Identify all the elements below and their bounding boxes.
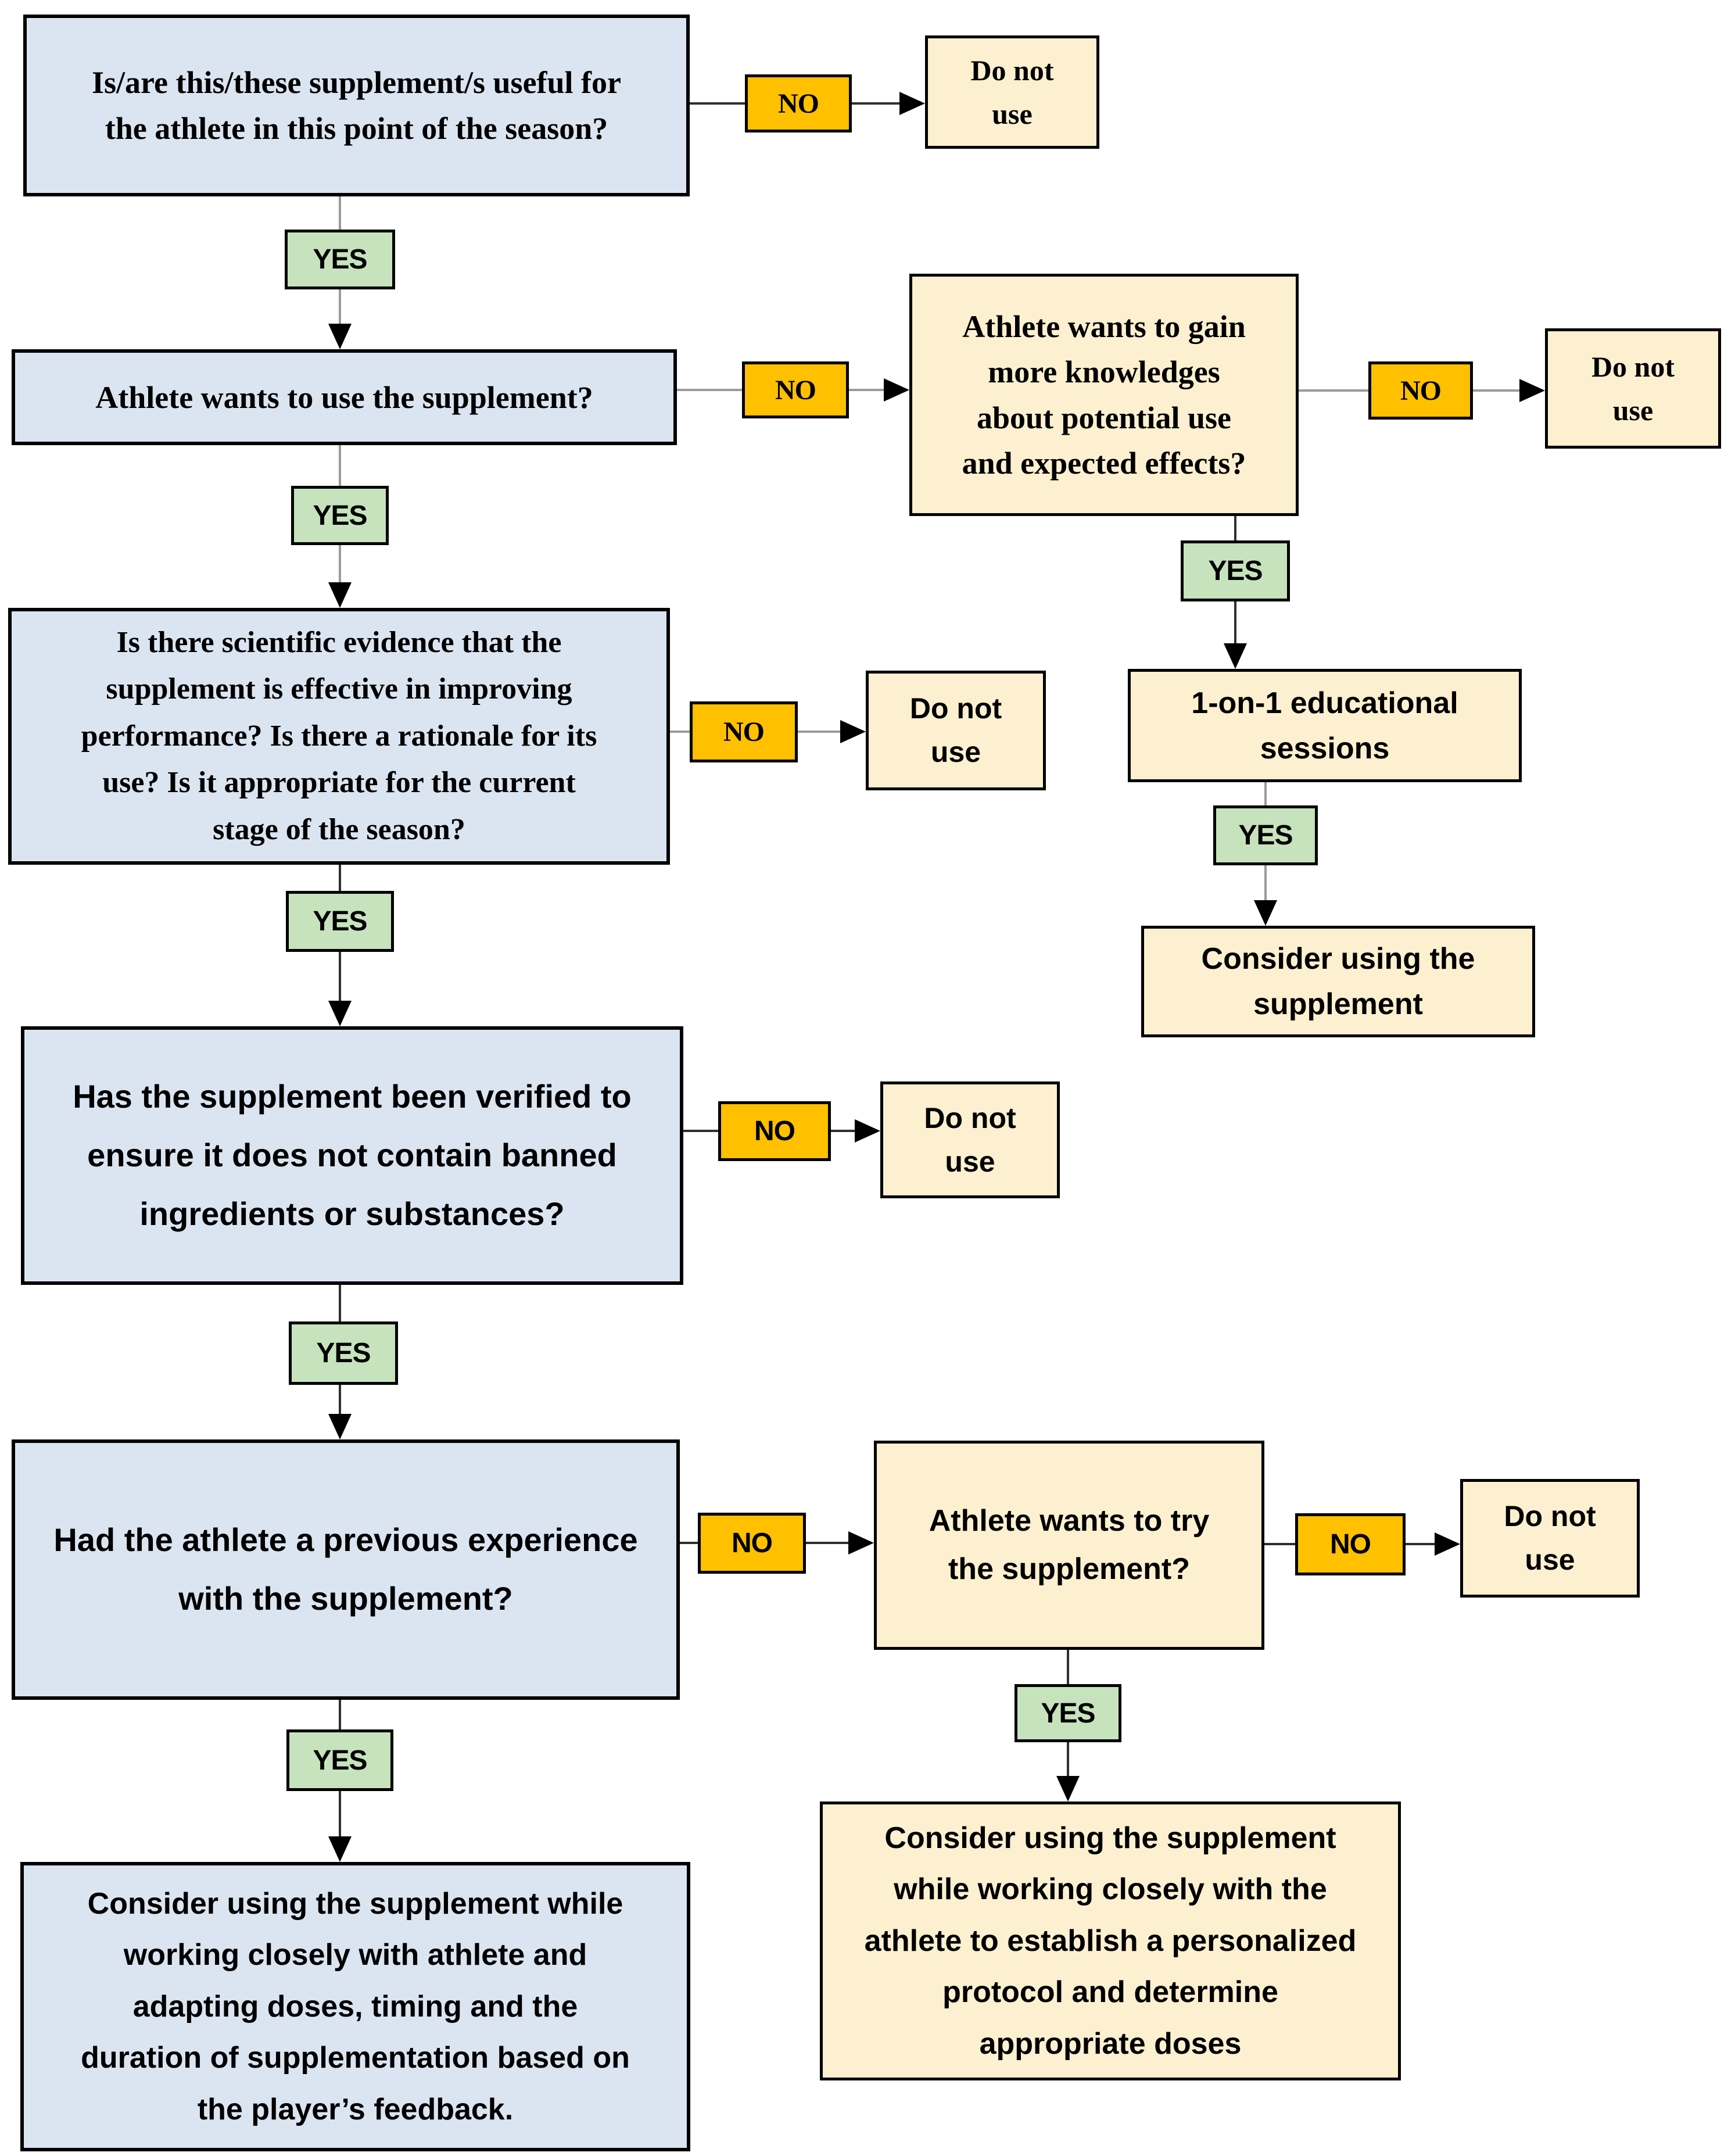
yes-badge: YES — [1213, 805, 1318, 865]
connector-line — [339, 1700, 341, 1729]
arrow-right-icon — [1435, 1532, 1460, 1556]
question-box-wants-to-try: Athlete wants to try the supplement? — [874, 1441, 1264, 1650]
question-box-previous-experience: Had the athlete a previous experience wi… — [12, 1439, 680, 1700]
arrow-down-icon — [328, 1001, 352, 1026]
no-badge: NO — [718, 1101, 831, 1161]
connector-line — [683, 1130, 718, 1132]
question-box-scientific-evidence: Is there scientific evidence that the su… — [8, 608, 670, 865]
connector-line — [339, 445, 341, 486]
connector-line — [339, 289, 341, 326]
yes-badge: YES — [1181, 540, 1290, 601]
connector-line — [1234, 516, 1236, 540]
yes-badge: YES — [291, 486, 389, 545]
no-badge: NO — [1368, 361, 1473, 420]
arrow-right-icon — [855, 1119, 880, 1143]
arrow-down-icon — [1224, 643, 1247, 669]
yes-badge: YES — [1015, 1684, 1121, 1742]
outcome-consider-protocol: Consider using the supplement while work… — [820, 1802, 1401, 2080]
connector-line — [339, 952, 341, 1001]
connector-line — [339, 865, 341, 891]
connector-line — [339, 1791, 341, 1836]
arrow-down-icon — [328, 1414, 352, 1439]
connector-line — [339, 1285, 341, 1321]
yes-badge: YES — [285, 230, 395, 289]
connector-line — [1234, 601, 1236, 643]
question-box-supplement-useful: Is/are this/these supplement/s useful fo… — [23, 15, 690, 196]
connector-line — [1067, 1742, 1069, 1776]
arrow-down-icon — [328, 324, 352, 349]
question-box-athlete-wants-use: Athlete wants to use the supplement? — [12, 349, 677, 445]
outcome-do-not-use: Do not use — [1460, 1479, 1640, 1598]
arrow-right-icon — [848, 1531, 874, 1555]
connector-line — [339, 1385, 341, 1414]
connector-line — [690, 102, 745, 105]
connector-line — [1406, 1543, 1435, 1545]
connector-line — [1264, 1543, 1295, 1545]
connector-line — [798, 730, 840, 733]
arrow-down-icon — [328, 1836, 352, 1862]
connector-line — [806, 1542, 848, 1544]
connector-line — [852, 102, 899, 105]
arrow-right-icon — [1519, 379, 1545, 402]
question-box-gain-knowledge: Athlete wants to gain more knowledges ab… — [909, 274, 1299, 516]
connector-line — [339, 545, 341, 582]
connector-line — [1067, 1650, 1069, 1684]
no-badge: NO — [742, 361, 849, 418]
yes-badge: YES — [286, 891, 394, 952]
connector-line — [1264, 782, 1267, 805]
no-badge: NO — [745, 74, 852, 132]
arrow-down-icon — [1056, 1776, 1080, 1802]
connector-line — [677, 389, 742, 391]
connector-line — [1473, 389, 1519, 392]
outcome-do-not-use: Do not use — [880, 1081, 1060, 1198]
question-box-supplement-verified: Has the supplement been verified to ensu… — [21, 1026, 683, 1285]
arrow-right-icon — [884, 378, 909, 402]
yes-badge: YES — [286, 1729, 393, 1791]
outcome-do-not-use: Do not use — [866, 671, 1046, 790]
connector-line — [339, 196, 341, 230]
outcome-consider-adapt-doses: Consider using the supplement while work… — [20, 1862, 690, 2151]
arrow-down-icon — [328, 582, 352, 608]
outcome-educational-sessions: 1-on-1 educational sessions — [1128, 669, 1522, 782]
no-badge: NO — [698, 1513, 806, 1574]
connector-line — [1299, 389, 1368, 392]
connector-line — [1264, 865, 1267, 900]
connector-line — [670, 730, 690, 733]
arrow-down-icon — [1254, 900, 1277, 926]
connector-line — [831, 1130, 855, 1132]
no-badge: NO — [690, 701, 798, 762]
outcome-do-not-use: Do not use — [925, 35, 1099, 149]
yes-badge: YES — [289, 1321, 398, 1385]
arrow-right-icon — [899, 92, 925, 115]
no-badge: NO — [1295, 1513, 1406, 1575]
connector-line — [849, 389, 884, 391]
outcome-do-not-use: Do not use — [1545, 328, 1721, 449]
arrow-right-icon — [840, 720, 866, 743]
connector-line — [680, 1542, 698, 1544]
outcome-consider-supplement: Consider using the supplement — [1141, 926, 1535, 1037]
